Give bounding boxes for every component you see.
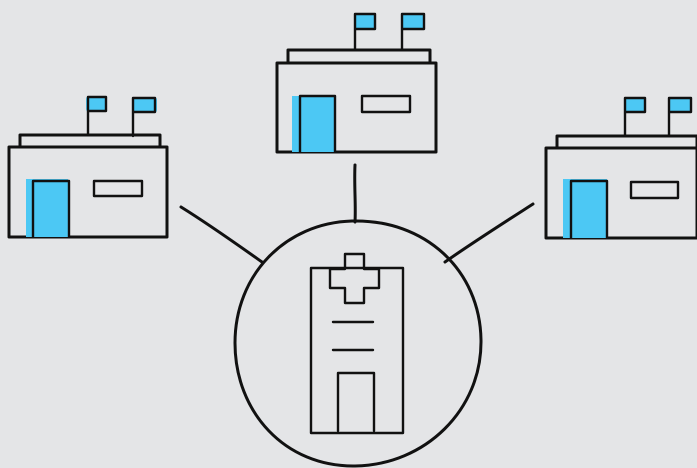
flag-icon [354,13,376,30]
hub-circle [233,219,483,468]
connector-left [179,205,264,264]
factory-left-icon [7,95,169,239]
hospital-hub [233,219,483,468]
window [629,180,680,200]
window [92,179,144,198]
flag-icon [133,97,157,113]
hospital-icon [309,252,405,435]
flag-icon [668,97,692,113]
door [292,96,336,152]
flag-icon [624,97,646,113]
connector-top [353,163,357,224]
medical-cross-icon [328,252,381,305]
connector-right [443,202,535,264]
building-body [275,61,438,154]
flag-icon [401,13,425,30]
window [360,94,412,114]
connector-lines [179,163,535,264]
factory-top-icon [275,12,438,154]
hospital-door [336,371,376,433]
flag-icon [86,96,106,112]
building-body [7,145,169,239]
factory-right-icon [544,96,697,240]
building-body [544,146,697,240]
door [563,179,607,238]
